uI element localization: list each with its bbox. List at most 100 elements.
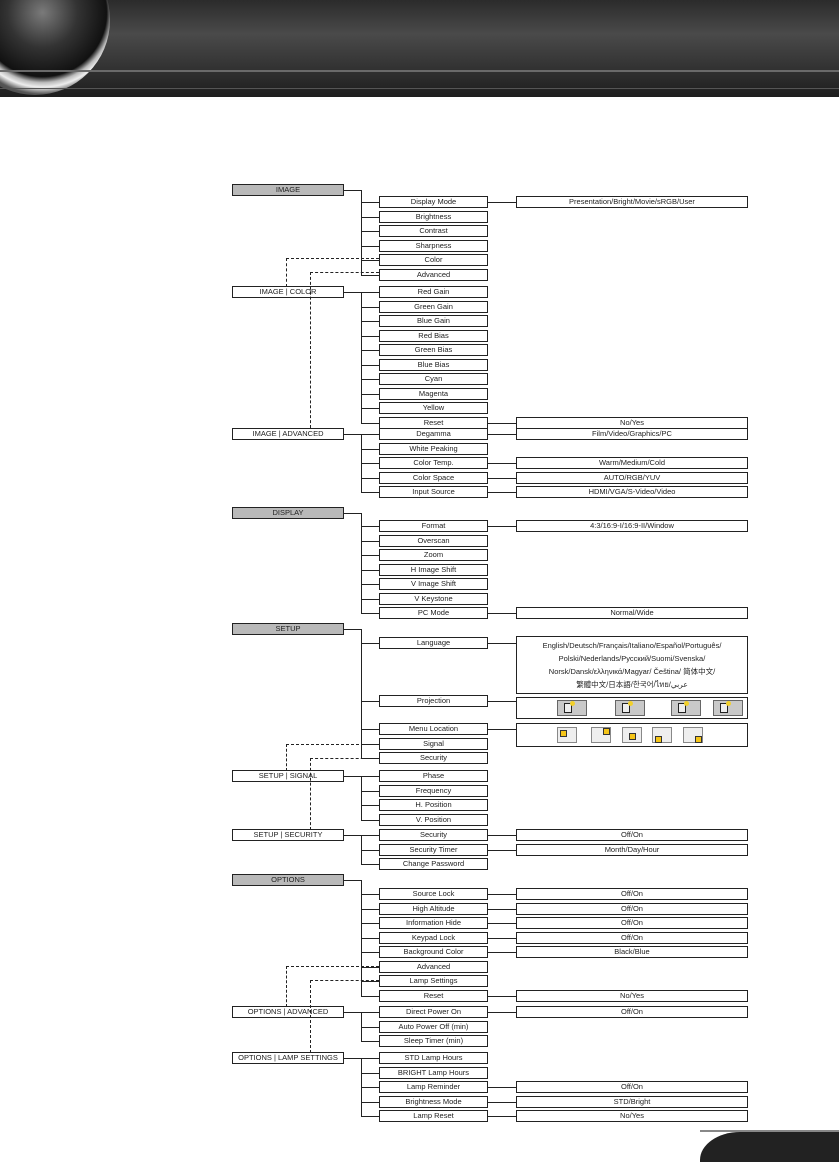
connector-line [361, 478, 379, 479]
menu-item: Frequency [379, 785, 488, 797]
option-values: Presentation/Bright/Movie/sRGB/User [516, 196, 748, 208]
dashed-link-line [286, 258, 379, 259]
menu-item: Direct Power On [379, 1006, 488, 1018]
connector-line [488, 952, 516, 953]
connector-line [488, 492, 516, 493]
menu-item: Source Lock [379, 888, 488, 900]
connector-line [361, 307, 379, 308]
option-values: Off/On [516, 888, 748, 900]
option-values: Off/On [516, 917, 748, 929]
connector-line [344, 292, 362, 293]
option-values: HDMI/VGA/S-Video/Video [516, 486, 748, 498]
connector-line [361, 217, 379, 218]
connector-line [361, 1058, 362, 1117]
menu-item: Lamp Reminder [379, 1081, 488, 1093]
front-desktop-icon [557, 700, 587, 716]
menu-item: Degamma [379, 428, 488, 440]
menu-item: Color Temp. [379, 457, 488, 469]
connector-line [361, 1087, 379, 1088]
connector-line [361, 379, 379, 380]
connector-line [344, 1012, 362, 1013]
header-stripe [0, 70, 839, 72]
connector-line [488, 1012, 516, 1013]
connector-line [488, 643, 516, 644]
menu-item: Lamp Reset [379, 1110, 488, 1122]
projection-options [516, 697, 748, 719]
dashed-link-line [310, 272, 379, 273]
menu-item: Blue Gain [379, 315, 488, 327]
option-values: Off/On [516, 1081, 748, 1093]
connector-line [361, 190, 362, 276]
dashed-link-line [310, 980, 379, 981]
connector-line [488, 923, 516, 924]
option-values: Film/Video/Graphics/PC [516, 428, 748, 440]
dashed-link-line [286, 744, 379, 745]
connector-line [488, 909, 516, 910]
connector-line [361, 791, 379, 792]
menu-item: BRIGHT Lamp Hours [379, 1067, 488, 1079]
connector-line [344, 629, 362, 630]
connector-line [361, 805, 379, 806]
menu-item: Red Gain [379, 286, 488, 298]
connector-line [488, 1087, 516, 1088]
connector-line [361, 996, 379, 997]
menu-item: Signal [379, 738, 488, 750]
section-header: OPTIONS | ADVANCED [232, 1006, 344, 1018]
menu-item: Advanced [379, 269, 488, 281]
section-header: IMAGE | COLOR [232, 286, 344, 298]
connector-line [488, 526, 516, 527]
top-left-icon [557, 727, 577, 743]
option-values: STD/Bright [516, 1096, 748, 1108]
connector-line [361, 820, 379, 821]
dashed-link-line [286, 966, 379, 967]
menu-item: Information Hide [379, 917, 488, 929]
menu-item: Overscan [379, 535, 488, 547]
connector-line [361, 835, 362, 865]
menu-item: Projection [379, 695, 488, 707]
dashed-link-line [310, 758, 311, 830]
section-header: OPTIONS [232, 874, 344, 886]
connector-line [488, 701, 516, 702]
menu-item: Brightness [379, 211, 488, 223]
connector-line [361, 894, 379, 895]
connector-line [361, 909, 379, 910]
section-header: SETUP | SECURITY [232, 829, 344, 841]
bottom-left-icon [652, 727, 672, 743]
connector-line [361, 1012, 362, 1042]
menu-item: Auto Power Off (min) [379, 1021, 488, 1033]
menu-item: PC Mode [379, 607, 488, 619]
connector-line [361, 541, 379, 542]
menu-item: Zoom [379, 549, 488, 561]
menu-item: Sleep Timer (min) [379, 1035, 488, 1047]
section-header: OPTIONS | LAMP SETTINGS [232, 1052, 344, 1064]
connector-line [361, 292, 379, 293]
connector-line [361, 1041, 379, 1042]
connector-line [361, 584, 379, 585]
menu-item: High Altitude [379, 903, 488, 915]
connector-line [361, 492, 379, 493]
connector-line [344, 880, 362, 881]
connector-line [361, 643, 379, 644]
connector-line [488, 202, 516, 203]
menu-item: H Image Shift [379, 564, 488, 576]
menu-item: V Keystone [379, 593, 488, 605]
section-header: DISPLAY [232, 507, 344, 519]
connector-line [361, 336, 379, 337]
menu-item: Green Gain [379, 301, 488, 313]
option-values: Black/Blue [516, 946, 748, 958]
connector-line [488, 850, 516, 851]
menu-item: Change Password [379, 858, 488, 870]
connector-line [361, 231, 379, 232]
connector-line [344, 835, 362, 836]
option-values: Normal/Wide [516, 607, 748, 619]
connector-line [361, 776, 379, 777]
connector-line [488, 463, 516, 464]
connector-line [361, 292, 362, 424]
connector-line [344, 776, 362, 777]
connector-line [361, 850, 379, 851]
section-header: SETUP [232, 623, 344, 635]
connector-line [361, 1102, 379, 1103]
connector-line [361, 701, 379, 702]
menu-item: Security [379, 752, 488, 764]
